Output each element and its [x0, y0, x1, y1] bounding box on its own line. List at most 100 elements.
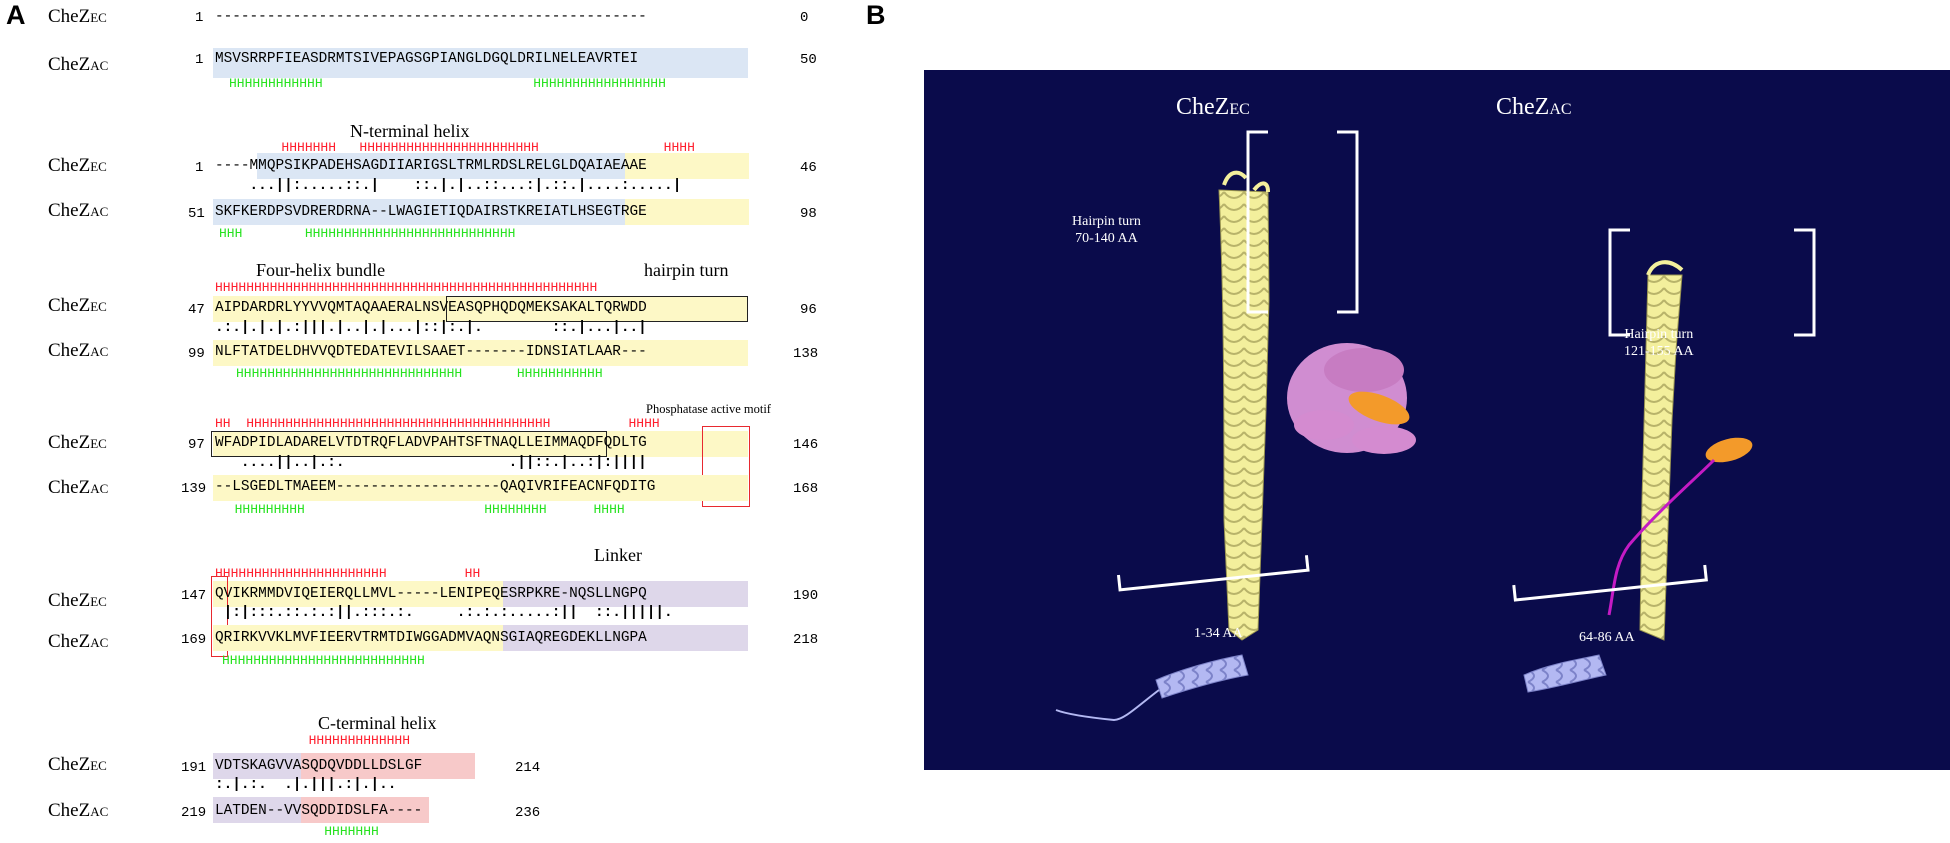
end-number: 190	[793, 588, 819, 604]
secondary-structure-ec: HHHHHHHHHHHHHHHHHHHHHH HH	[215, 566, 481, 581]
highlight-yellow	[213, 475, 748, 501]
protein-structure-panel: CheZEC CheZAC Hairpin turn 70-140 AA Hai…	[924, 70, 1950, 770]
alignment-match-line: ...||:.....::.| ::.|.|..::...:|.::.|....…	[215, 178, 682, 194]
left-hairpin-label: Hairpin turn 70-140 AA	[1072, 214, 1141, 246]
start-number: 147	[181, 588, 207, 604]
secondary-structure-ac: HHHHHHHHHHHH HHHHHHHHHHHHHHHHH	[229, 76, 666, 91]
sequence-ac: MSVSRRPFIEASDRMTSIVEPAGSGPIANGLDGQLDRILN…	[215, 51, 639, 67]
highlight-purple	[213, 753, 301, 779]
start-number: 191	[181, 760, 207, 776]
active-motif-box	[702, 426, 750, 507]
sequence-ec: ----------------------------------------…	[215, 9, 647, 25]
start-number: 139	[181, 481, 207, 497]
panel-a-label: A	[6, 0, 26, 30]
sequence-name-chez-ac: CheZAC	[48, 477, 109, 498]
secondary-structure-ac: HHHHHHHHHHHHHHHHHHHHHHHHHHHHH HHHHHHHHHH…	[236, 366, 603, 381]
start-number: 1	[195, 10, 204, 26]
sequence-ac: LATDEN--VVSQDDIDSLFA----	[215, 803, 423, 819]
chez-ec-title: CheZEC	[1176, 94, 1250, 120]
sequence-ec: WFADPIDLADARELVTDTRQFLADVPAHTSFTNAQLLEIM…	[215, 435, 647, 451]
highlight-purple	[213, 797, 301, 823]
highlight-purple	[503, 581, 748, 607]
sequence-ac: QRIRKVVKLMVFIEERVTRMTDIWGGADMVAQNSGIAQRE…	[215, 630, 647, 646]
right-range-label: 64-86 AA	[1579, 630, 1635, 645]
sequence-ac: NLFTATDELDHVVQDTEDATEVILSAAET-------IDNS…	[215, 344, 647, 360]
sequence-name-chez-ec: CheZEC	[48, 432, 107, 453]
highlight-yellow	[213, 431, 748, 457]
panel-b-label: B	[866, 0, 886, 30]
start-number: 169	[181, 632, 207, 648]
sequence-name-chez-ec: CheZEC	[48, 590, 107, 611]
sequence-name-chez-ec: CheZEC	[48, 754, 107, 775]
left-range-label: 1-34 AA	[1194, 626, 1243, 641]
end-number: 138	[793, 346, 819, 362]
region-label-hairpin-turn: hairpin turn	[644, 260, 729, 280]
highlight-blue	[213, 199, 625, 225]
region-label-four-helix-bundle: Four-helix bundle	[256, 260, 386, 280]
sequence-name-chez-ac: CheZAC	[48, 340, 109, 361]
start-number: 1	[195, 52, 204, 68]
end-number: 214	[515, 760, 541, 776]
start-number: 99	[188, 346, 205, 362]
end-number: 0	[800, 10, 809, 26]
chez-ac-title: CheZAC	[1496, 94, 1572, 120]
secondary-structure-ac: HHH HHHHHHHHHHHHHHHHHHHHHHHHHHH	[219, 226, 516, 241]
alignment-match-line: ....||..|.:. .||::.|..:|:||||	[215, 455, 647, 471]
highlight-yellow	[213, 625, 503, 651]
highlight-yellow	[625, 199, 749, 225]
end-number: 50	[800, 52, 817, 68]
sequence-ac: SKFKERDPSVDRERDRNA--LWAGIETIQDAIRSTKREIA…	[215, 204, 647, 220]
sequence-name-chez-ec: CheZEC	[48, 295, 107, 316]
secondary-structure-ac: HHHHHHH	[215, 824, 379, 839]
start-number: 51	[188, 206, 205, 222]
highlight-red	[301, 797, 429, 823]
sequence-name-chez-ac: CheZAC	[48, 800, 109, 821]
start-number: 1	[195, 160, 204, 176]
sequence-ec: ----MMQPSIKPADEHSAGDIIARIGSLTRMLRDSLRELG…	[215, 158, 647, 174]
hairpin-box	[446, 296, 748, 322]
highlight-yellow	[625, 153, 749, 179]
alignment-match-line: |:|:::.::.:.:||.:::.:. .:.:.:.....:|| ::…	[215, 605, 673, 621]
secondary-structure-ec: HHHHHHH HHHHHHHHHHHHHHHHHHHHHHH HHHH	[219, 140, 695, 155]
highlight-purple	[503, 625, 748, 651]
sequence-name-chez-ac: CheZAC	[48, 631, 109, 652]
highlight-yellow	[213, 340, 748, 366]
right-hairpin-label: Hairpin turn 121-155 AA	[1624, 327, 1694, 359]
secondary-structure-ec: HHHHHHHHHHHHHHHHHHHHHHHHHHHHHHHHHHHHHHHH…	[215, 280, 598, 295]
protein-structure-illustration	[1055, 130, 1816, 722]
sequence-ec: AIPDARDRLYYVVQMTAQAAERALNSVEASQPHQDQMEKS…	[215, 300, 647, 316]
sequence-ec: VDTSKAGVVASQDQVDDLLDSLGF	[215, 758, 423, 774]
helix-box	[211, 431, 607, 457]
end-number: 96	[800, 302, 817, 318]
chez-ec-structure	[1055, 130, 1416, 722]
secondary-structure-ac: HHHHHHHHH HHHHHHHH HHHH	[219, 502, 625, 517]
active-motif-box	[211, 576, 228, 657]
highlight-yellow	[213, 581, 503, 607]
region-label-linker: Linker	[594, 545, 642, 565]
region-label-n-terminal-helix: N-terminal helix	[350, 121, 470, 141]
sequence-name-chez-ec: CheZEC	[48, 6, 107, 27]
sequence-ec: QVIKRMMDVIQEIERQLLMVL-----LENIPEQESRPKRE…	[215, 586, 647, 602]
alignment-match-line: .:.|.|.|.:|||.|..|.|...|::|:.|. ::.|...|…	[215, 320, 647, 336]
start-number: 47	[188, 302, 205, 318]
chez-ac-structure	[1512, 228, 1816, 693]
sequence-ac: --LSGEDLTMAEEM-------------------QAQIVRI…	[215, 479, 656, 495]
highlight-n-terminal-helix	[213, 48, 748, 78]
start-number: 219	[181, 805, 207, 821]
sequence-name-chez-ac: CheZAC	[48, 54, 109, 75]
region-label-c-terminal-helix: C-terminal helix	[318, 713, 437, 733]
highlight-yellow	[213, 296, 748, 322]
start-number: 97	[188, 437, 205, 453]
end-number: 218	[793, 632, 819, 648]
alignment-match-line: :.|.:. .|.|||.:|.|..	[215, 777, 397, 793]
secondary-structure-ec: HHHHHHHHHHHHH	[215, 733, 411, 748]
secondary-structure-ac: HHHHHHHHHHHHHHHHHHHHHHHHHH	[222, 653, 425, 668]
region-label-phosphatase-active-motif: Phosphatase active motif	[646, 402, 771, 416]
highlight-red	[301, 753, 475, 779]
end-number: 98	[800, 206, 817, 222]
end-number: 168	[793, 481, 819, 497]
end-number: 46	[800, 160, 817, 176]
sequence-name-chez-ec: CheZEC	[48, 155, 107, 176]
end-number: 146	[793, 437, 819, 453]
secondary-structure-ec: HH HHHHHHHHHHHHHHHHHHHHHHHHHHHHHHHHHHHHH…	[215, 416, 660, 431]
